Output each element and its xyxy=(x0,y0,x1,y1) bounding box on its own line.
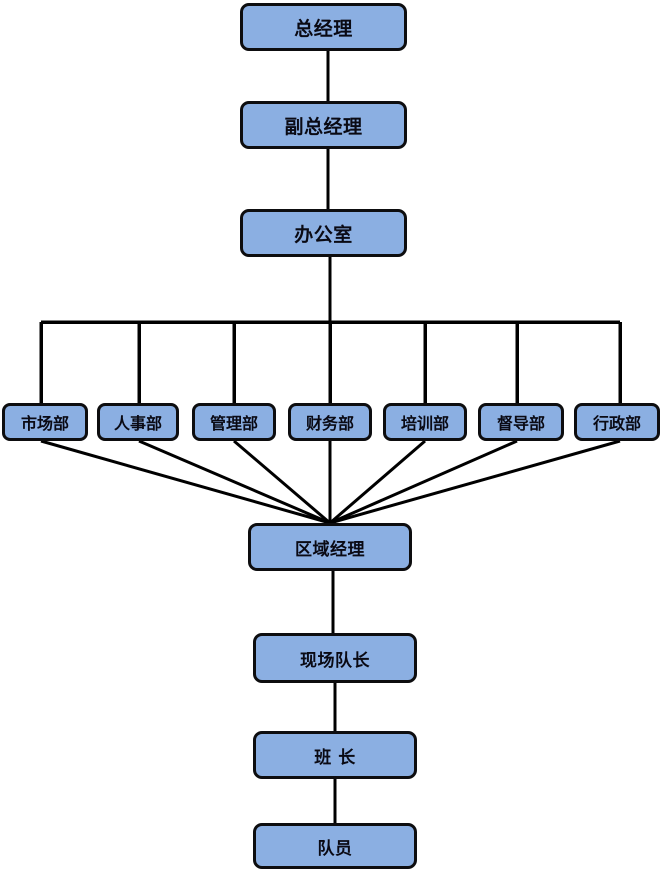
fan-in-lines xyxy=(40,439,621,525)
node-label: 行政部 xyxy=(592,414,641,433)
node-label: 副总经理 xyxy=(284,115,363,138)
node-office[interactable]: 办公室 xyxy=(240,209,407,257)
edge-dept5-regional xyxy=(329,439,426,525)
node-label: 培训部 xyxy=(400,414,449,433)
node-hr-department[interactable]: 人事部 xyxy=(97,403,179,441)
node-label: 总经理 xyxy=(294,17,353,40)
edge-dept1-regional xyxy=(40,439,331,525)
node-finance-department[interactable]: 财务部 xyxy=(288,403,372,441)
node-management-department[interactable]: 管理部 xyxy=(192,403,276,441)
edge-dept6-regional xyxy=(329,439,518,525)
node-label: 队员 xyxy=(317,838,353,859)
node-label: 人事部 xyxy=(113,414,162,433)
edge-dept2-regional xyxy=(138,439,331,525)
bus-bar-group xyxy=(39,320,622,403)
node-label: 财务部 xyxy=(305,414,354,433)
edge-dept7-regional xyxy=(329,439,621,525)
node-label: 区域经理 xyxy=(295,539,365,560)
node-label: 市场部 xyxy=(20,414,69,433)
node-label: 管理部 xyxy=(209,414,258,433)
node-training-department[interactable]: 培训部 xyxy=(383,403,467,441)
lower-chain-lines xyxy=(331,571,337,823)
node-label: 班 长 xyxy=(314,747,356,768)
node-label: 现场队长 xyxy=(300,650,370,671)
node-administration-department[interactable]: 行政部 xyxy=(574,403,660,441)
node-general-manager[interactable]: 总经理 xyxy=(240,3,407,51)
node-shift-leader[interactable]: 班 长 xyxy=(253,731,417,779)
node-label: 办公室 xyxy=(294,223,353,246)
connector-lines xyxy=(326,51,332,322)
node-regional-manager[interactable]: 区域经理 xyxy=(248,523,412,571)
edge-dept3-regional xyxy=(233,439,331,525)
node-label: 督导部 xyxy=(496,414,545,433)
node-site-team-leader[interactable]: 现场队长 xyxy=(253,633,417,683)
node-marketing-department[interactable]: 市场部 xyxy=(2,403,88,441)
node-deputy-general-manager[interactable]: 副总经理 xyxy=(240,101,407,149)
node-supervision-department[interactable]: 督导部 xyxy=(478,403,564,441)
node-team-member[interactable]: 队员 xyxy=(253,823,417,869)
